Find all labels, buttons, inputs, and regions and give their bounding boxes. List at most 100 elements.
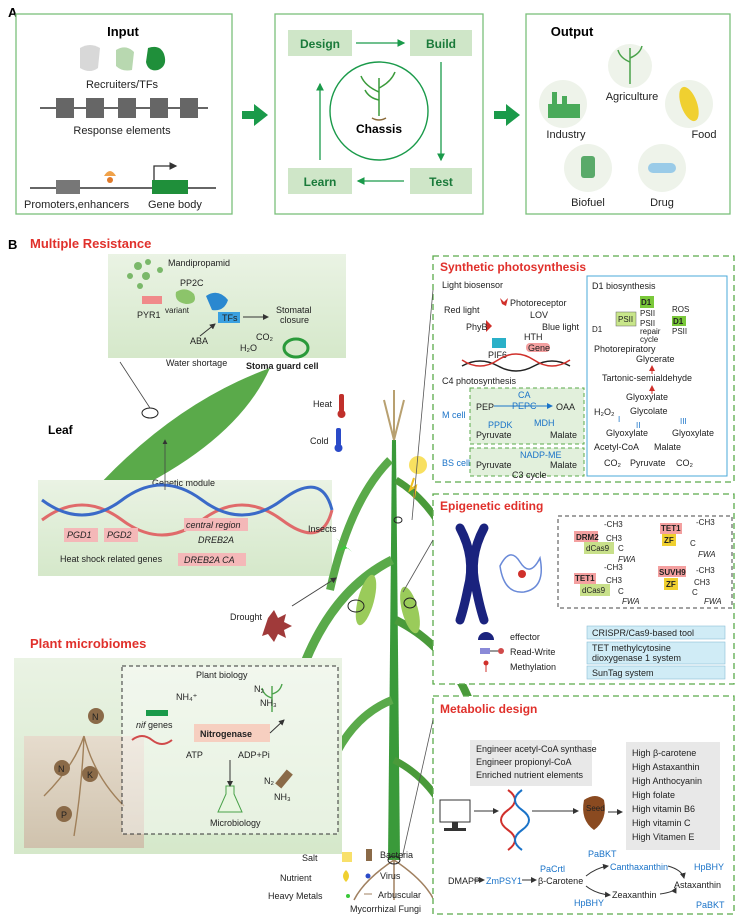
- dreb2a-label: DREB2A: [198, 535, 234, 545]
- light-biosensor-label: Light biosensor: [442, 280, 503, 290]
- pabkt-bottom-label: PaBKT: [696, 900, 725, 910]
- high-trait-item: High Astaxanthin: [632, 762, 700, 772]
- n2-bottom-label: N₂: [264, 776, 274, 786]
- industry-icon: [548, 92, 580, 118]
- arrow-cycle-output: [494, 104, 520, 126]
- pif6-shape: [492, 338, 506, 348]
- effector-label: effector: [510, 632, 540, 642]
- c-3: C: [618, 587, 624, 596]
- nitrogenase-box: [194, 724, 270, 742]
- ch3-1a: -CH3: [604, 520, 623, 529]
- ear-zoom-circle: [347, 599, 365, 613]
- drought-label: Drought: [230, 612, 263, 622]
- drm2-label: DRM2: [576, 533, 599, 542]
- pgd2-label: PGD2: [107, 530, 132, 540]
- high-trait-item: High β-carotene: [632, 748, 696, 758]
- zea-asta-arrow: [659, 887, 677, 895]
- ch3-1b: CH3: [606, 534, 623, 543]
- ch3-3a: -CH3: [604, 563, 623, 572]
- canth-asta-arrow: [667, 865, 686, 879]
- pyruvate-bs-label: Pyruvate: [476, 460, 512, 470]
- tool-3-label: SunTag system: [592, 668, 654, 678]
- response-element-blocks: [56, 98, 198, 118]
- p-nutrient: [56, 806, 72, 822]
- epigenetic-pointer: [402, 539, 434, 593]
- bs-cell-label: BS cell: [442, 458, 470, 468]
- tool-1-label: CRISPR/Cas9-based tool: [592, 628, 694, 638]
- p-label: P: [61, 810, 67, 820]
- glyoxylate-2-label: Glyoxylate: [606, 428, 648, 438]
- malate-d1-label: Malate: [654, 442, 681, 452]
- resistance-title: Multiple Resistance: [30, 236, 151, 251]
- pgd1-label: PGD1: [67, 530, 92, 540]
- microbiology-label: Microbiology: [210, 818, 261, 828]
- malate-m-label: Malate: [550, 430, 577, 440]
- metals-legend-label: Heavy Metals: [268, 891, 323, 901]
- dna-blue-icon: [514, 789, 530, 851]
- nutrient-legend-label: Nutrient: [280, 873, 312, 883]
- read-write-icon: [480, 648, 504, 654]
- c-4: C: [692, 588, 698, 597]
- dna-red: [461, 353, 571, 367]
- genetic-module-label: Genetic module: [152, 478, 215, 488]
- d1-box-top: [640, 296, 654, 308]
- chassis-label: Chassis: [356, 122, 402, 136]
- dmapp-label: DMAPP: [448, 876, 480, 886]
- c4-label: C4 photosynthesis: [442, 376, 517, 386]
- high-trait-item: High folate: [632, 790, 675, 800]
- input-title: Input: [107, 24, 139, 39]
- nif-label: nif: [136, 720, 147, 730]
- insects-label: Insects: [308, 524, 337, 534]
- tool-box-3: [586, 665, 726, 680]
- m-cell-label: M cell: [442, 410, 466, 420]
- dcas9-box-1: [584, 542, 614, 554]
- ch3-4b: CH3: [694, 578, 711, 587]
- photoresp-label: Photorepiratory: [594, 344, 656, 354]
- astaxanthin-label: Astaxanthin: [674, 880, 721, 890]
- glycolate-label: Glycolate: [630, 406, 668, 416]
- suvh9-label: SUVH9: [659, 568, 686, 577]
- output-title: Output: [551, 24, 594, 39]
- gene-label: Gene: [528, 343, 550, 353]
- water-label: Water shortage: [166, 358, 227, 368]
- stomatal-label: Stomatal: [276, 305, 312, 315]
- nif-dna: [131, 735, 173, 745]
- ppdk-label: PPDK: [488, 420, 513, 430]
- gene-body-block: [152, 180, 188, 194]
- engineer-box: [470, 740, 592, 786]
- acetyl-coa-label: Acetyl-CoA: [594, 442, 639, 452]
- central-region-box: [184, 518, 248, 531]
- heat-label: Heat: [313, 399, 333, 409]
- biofuel-label: Biofuel: [571, 197, 605, 209]
- leaf-zoom-circle: [141, 407, 159, 419]
- methylation-icon: [483, 660, 489, 672]
- psii-top-label: PSII: [640, 309, 655, 318]
- engineer-3-label: Enriched nutrient elements: [476, 770, 584, 780]
- photoreceptor-label: Photoreceptor: [510, 298, 567, 308]
- fwa-3: FWA: [622, 597, 640, 606]
- flask-icon: [217, 785, 243, 813]
- tf-binder-shape: [206, 292, 228, 311]
- virus-legend-label: Virus: [380, 871, 401, 881]
- to-canthaxanthin-arrow: [585, 863, 609, 877]
- tool-2a-label: TET methylcytosine: [592, 643, 671, 653]
- high-trait-item: High vitamin B6: [632, 804, 695, 814]
- tartonic-label: Tartonic-semialdehyde: [602, 373, 692, 383]
- metals-legend-icon: [346, 894, 350, 898]
- promoter-block: [56, 180, 80, 194]
- dcas9-box-2: [580, 584, 610, 596]
- leaf-label: Leaf: [48, 423, 74, 437]
- phyb-label: PhyB: [466, 322, 488, 332]
- phyb-icon: [486, 320, 492, 332]
- salt-legend-label: Salt: [302, 853, 318, 863]
- h2o2-label: H₂O₂: [594, 407, 615, 417]
- ch3-4a: -CH3: [696, 566, 715, 575]
- biofuel-icon: [581, 156, 595, 178]
- engineer-1-label: Engineer acetyl-CoA synthase: [476, 744, 597, 754]
- nadp-me-label: NADP-ME: [520, 450, 562, 460]
- malate-bs-label: Malate: [550, 460, 577, 470]
- microbiome-title: Plant microbiomes: [30, 636, 146, 651]
- zmpsy1-label: ZmPSY1: [486, 876, 522, 886]
- tss-arrow: [153, 162, 178, 180]
- seed-icon: [583, 796, 605, 830]
